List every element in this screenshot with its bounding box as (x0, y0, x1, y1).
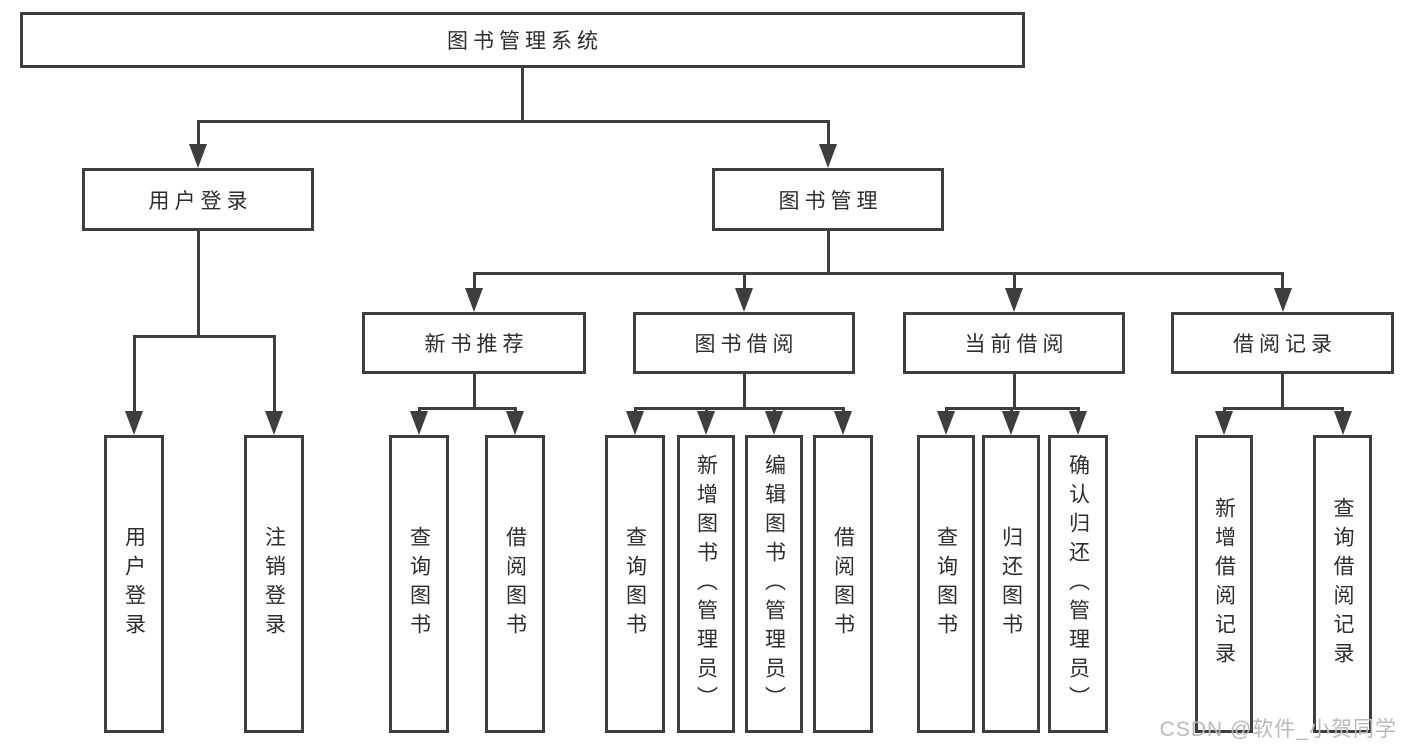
connector-drop-leaf-confirm-return (1076, 407, 1080, 413)
arrow-down-icon (1215, 411, 1233, 435)
node-leaf-confirm-return: 确认归还（管理员） (1048, 435, 1108, 733)
node-leaf-query-book-1: 查询图书 (389, 435, 449, 733)
node-leaf-add-book: 新增图书（管理员） (677, 435, 735, 733)
node-book-mgmt: 图书管理 (712, 168, 944, 231)
node-label-leaf-borrow-book-2: 借阅图书 (831, 526, 855, 642)
node-label-borrow-record: 借阅记录 (1233, 333, 1337, 356)
node-root: 图书管理系统 (20, 12, 1025, 68)
node-leaf-user-login: 用户登录 (104, 435, 164, 733)
node-label-current-borrow: 当前借阅 (964, 333, 1069, 356)
node-leaf-add-record: 新增借阅记录 (1195, 435, 1253, 733)
node-leaf-borrow-book-2: 借阅图书 (813, 435, 873, 733)
connector-drop-current-borrow (1012, 272, 1016, 290)
node-leaf-query-book-2: 查询图书 (605, 435, 665, 733)
node-leaf-edit-book: 编辑图书（管理员） (745, 435, 803, 733)
arrow-down-icon (735, 288, 753, 312)
node-new-book: 新书推荐 (362, 312, 586, 374)
arrow-down-icon (1069, 411, 1087, 435)
node-label-leaf-add-record: 新增借阅记录 (1212, 497, 1236, 671)
arrow-down-icon (834, 411, 852, 435)
node-label-leaf-borrow-book-1: 借阅图书 (503, 526, 527, 642)
arrow-down-icon (506, 411, 524, 435)
node-leaf-logout: 注销登录 (244, 435, 304, 733)
node-label-leaf-user-login: 用户登录 (122, 526, 146, 642)
connector-stem-book-mgmt (826, 231, 830, 275)
node-user-login: 用户登录 (82, 168, 314, 231)
connector-bus-borrow-record (1222, 407, 1344, 410)
node-label-leaf-query-book-3: 查询图书 (934, 526, 958, 642)
connector-stem-new-book (472, 374, 476, 410)
node-current-borrow: 当前借阅 (903, 312, 1125, 374)
node-label-user-login: 用户登录 (148, 189, 253, 213)
connector-drop-borrow-record (1281, 272, 1284, 290)
node-label-leaf-query-book-2: 查询图书 (623, 526, 647, 642)
connector-bus-new-book (417, 407, 517, 410)
connector-drop-leaf-borrow-book-2 (841, 407, 845, 413)
connector-stem-current-borrow (1012, 374, 1016, 410)
connector-drop-leaf-query-book-2 (633, 407, 637, 413)
arrow-down-icon (626, 411, 644, 435)
connector-drop-leaf-query-book-1 (417, 407, 421, 413)
connector-drop-book-mgmt (826, 120, 830, 146)
arrow-down-icon (465, 288, 483, 312)
arrow-down-icon (189, 144, 207, 168)
node-leaf-query-book-3: 查询图书 (917, 435, 975, 733)
arrow-down-icon (1273, 288, 1292, 312)
arrow-down-icon (265, 411, 283, 435)
node-label-new-book: 新书推荐 (424, 333, 529, 356)
connector-drop-leaf-return-book (1009, 407, 1013, 413)
connector-drop-leaf-add-record (1222, 407, 1226, 413)
connector-drop-leaf-query-book-3 (944, 407, 948, 413)
connector-bus-root (196, 120, 830, 123)
arrow-down-icon (937, 411, 955, 435)
connector-bus-book-mgmt (472, 272, 1284, 275)
arrow-down-icon (410, 411, 428, 435)
arrow-down-icon (1002, 411, 1020, 435)
node-book-borrow: 图书借阅 (633, 312, 855, 374)
connector-stem-root (521, 68, 524, 123)
connector-stem-user-login (196, 231, 200, 338)
node-label-book-borrow: 图书借阅 (694, 333, 799, 356)
node-leaf-query-record: 查询借阅记录 (1313, 435, 1372, 733)
node-label-leaf-return-book: 归还图书 (999, 526, 1023, 642)
node-label-book-mgmt: 图书管理 (778, 189, 883, 213)
connector-stem-book-borrow (742, 374, 746, 410)
connector-bus-book-borrow (633, 407, 845, 410)
node-label-leaf-confirm-return: 确认归还（管理员） (1066, 453, 1090, 715)
node-label-leaf-edit-book: 编辑图书（管理员） (762, 453, 786, 715)
node-label-leaf-logout: 注销登录 (262, 526, 286, 642)
connector-drop-leaf-edit-book (772, 407, 776, 413)
connector-drop-book-borrow (742, 272, 746, 290)
node-label-leaf-query-book-1: 查询图书 (407, 526, 431, 642)
connector-bus-user-login (132, 335, 276, 338)
arrow-down-icon (125, 411, 143, 435)
arrow-down-icon (1005, 288, 1023, 312)
connector-drop-new-book (472, 272, 476, 290)
node-label-leaf-query-record: 查询借阅记录 (1331, 497, 1354, 671)
node-label-root: 图书管理系统 (447, 30, 603, 53)
node-leaf-return-book: 归还图书 (982, 435, 1040, 733)
connector-drop-leaf-query-record (1341, 407, 1344, 413)
arrow-down-icon (765, 411, 783, 435)
connector-drop-leaf-user-login (132, 335, 136, 413)
connector-drop-user-login (196, 120, 200, 146)
node-leaf-borrow-book-1: 借阅图书 (485, 435, 545, 733)
arrow-down-icon (697, 411, 715, 435)
connector-stem-borrow-record (1281, 374, 1284, 410)
connector-drop-leaf-borrow-book-1 (513, 407, 517, 413)
arrow-down-icon (819, 144, 837, 168)
node-label-leaf-add-book: 新增图书（管理员） (694, 453, 718, 715)
arrow-down-icon (1333, 411, 1352, 435)
node-borrow-record: 借阅记录 (1171, 312, 1394, 374)
connector-drop-leaf-add-book (704, 407, 708, 413)
connector-drop-leaf-logout (272, 335, 276, 413)
